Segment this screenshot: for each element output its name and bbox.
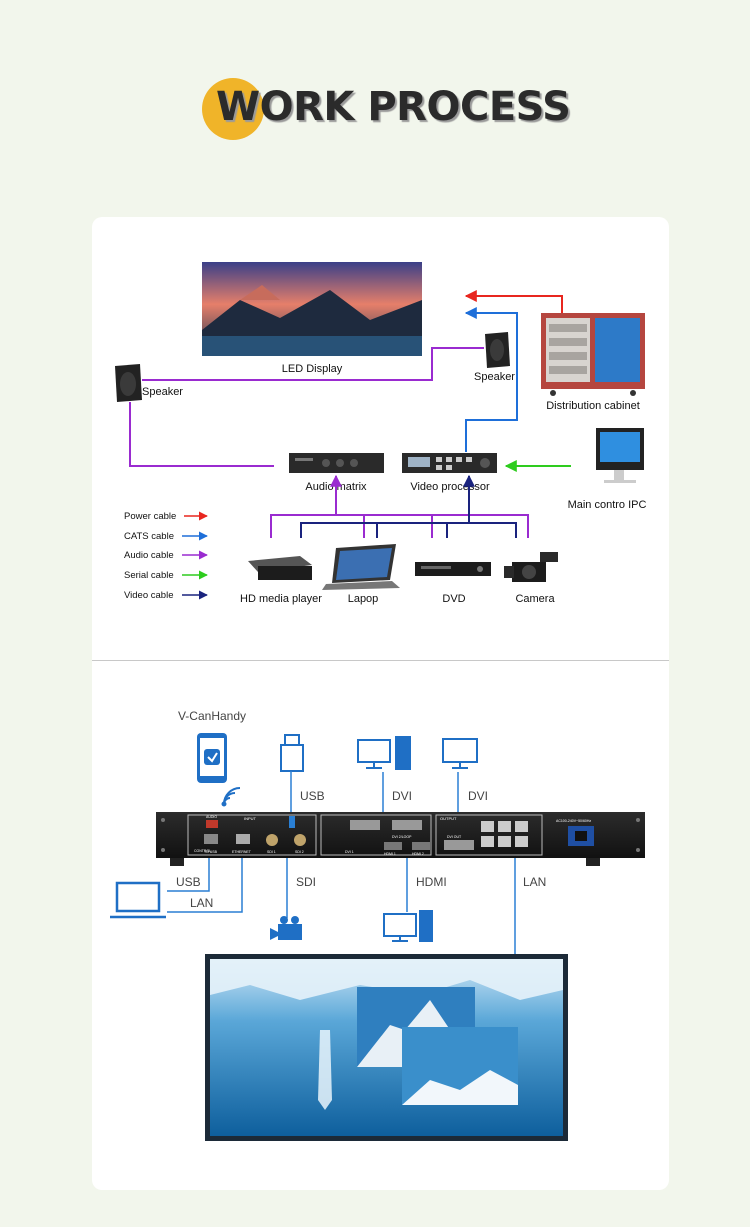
header: WORK PROCESS — [0, 0, 750, 200]
camera-label: Camera — [515, 593, 555, 605]
hdmi-label: HDMI — [416, 875, 447, 889]
panel-sdi1-label: SDI 1 — [267, 850, 276, 854]
legend-power-label: Power cable — [124, 511, 176, 522]
led-display-label: LED Display — [282, 363, 343, 375]
laptop-label: Lapop — [348, 593, 379, 605]
usb-drive-icon — [280, 734, 304, 772]
hdmi-computer-icon — [383, 910, 433, 942]
panel-dvi1-label: DVI 1 — [345, 850, 354, 854]
cable-legend: Power cable CATS cable Audio cable Seria… — [124, 511, 208, 601]
laptop-icon — [322, 544, 400, 590]
camera-icon — [504, 552, 558, 582]
laptop-computer-icon — [110, 881, 166, 919]
usb-lan-lines — [167, 858, 243, 913]
usb-left-label: USB — [176, 875, 201, 889]
panel-hdmi1-label: HDMI 1 — [384, 852, 396, 856]
led-screen-output — [205, 954, 568, 1141]
panel-sdi2-label: SDI 2 — [295, 850, 304, 854]
video-cable-path — [300, 474, 517, 538]
hd-media-player-label: HD media player — [240, 593, 322, 605]
speaker-right-label: Speaker — [474, 371, 515, 383]
panel-input-label: INPUT — [244, 816, 257, 821]
dvi-2-label: DVI — [468, 789, 488, 803]
dvi-1-label: DVI — [392, 789, 412, 803]
header-accent-circle — [202, 78, 264, 140]
sdi-label: SDI — [296, 875, 316, 889]
legend-video-label: Video cable — [124, 590, 173, 601]
panel-ac-label: AC100-240V~50/60Hz — [556, 819, 591, 823]
legend-serial-label: Serial cable — [124, 570, 174, 581]
panel-control-label: CONTROL — [194, 849, 211, 853]
monitor-icon — [442, 738, 478, 769]
page-title: WORK PROCESS — [216, 84, 571, 130]
panel-dvi2-label: DVI 2/LOOP — [392, 835, 412, 839]
desktop-computer-icon — [357, 736, 411, 770]
processor-rack-panel — [156, 812, 645, 866]
panel-usb-port-label: TO USB — [204, 850, 218, 854]
distribution-cabinet-label: Distribution cabinet — [546, 400, 640, 412]
section-divider — [92, 660, 669, 661]
panel-ethernet-label: ETHERNET — [232, 850, 252, 854]
speaker-right-icon — [485, 332, 510, 368]
panel-dvi-out-label: DVI OUT — [447, 835, 462, 839]
main-control-ipc-label: Main contro IPC — [568, 499, 647, 511]
dvd-label: DVD — [442, 593, 465, 605]
lan-left-label: LAN — [190, 896, 213, 910]
video-processor-label: Video processor — [410, 481, 490, 493]
video-processor-icon — [402, 453, 497, 473]
hd-media-player-icon — [248, 556, 312, 580]
audio-cable-path — [129, 347, 529, 538]
speaker-left-icon — [115, 364, 142, 402]
led-display — [202, 262, 422, 356]
legend-cats-label: CATS cable — [124, 531, 174, 542]
speaker-left-label: Speaker — [142, 386, 183, 398]
phone-icon — [197, 733, 227, 783]
panel-hdmi2-label: HDMI 2 — [412, 852, 424, 856]
lan-right-label: LAN — [523, 875, 546, 889]
cats-cable-path — [464, 307, 518, 452]
dvd-icon — [415, 562, 491, 576]
legend-audio-label: Audio cable — [124, 550, 174, 561]
power-cable-path — [464, 290, 563, 313]
wifi-icon — [221, 787, 241, 807]
usb-top-label: USB — [300, 789, 325, 803]
main-control-ipc-icon — [596, 428, 644, 483]
distribution-cabinet-icon — [541, 313, 645, 396]
audio-matrix-icon — [289, 453, 384, 473]
panel-audio-label: AUDIO — [206, 815, 217, 819]
video-camera-icon — [270, 916, 302, 940]
panel-output-label: OUTPUT — [440, 816, 457, 821]
app-label: V-CanHandy — [178, 709, 246, 723]
